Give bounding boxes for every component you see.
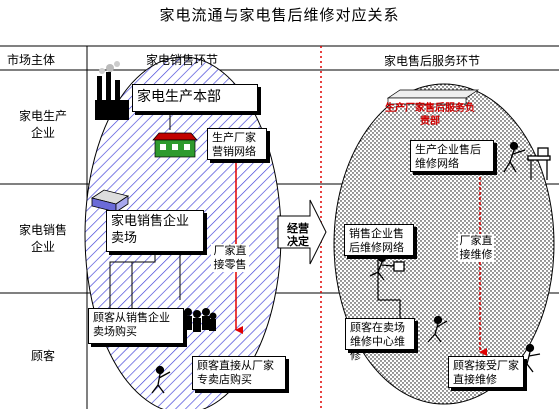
row-label-customer: 顾客 [30, 349, 55, 363]
box-manufacturer-network: 生产厂家营销网络 [207, 128, 267, 160]
row-label-retailer: 家电销售 企业 [0, 222, 86, 256]
column-header-service: 家电售后服务环节 [384, 54, 481, 68]
person-icon-buyer [151, 365, 171, 394]
box-manufacturer-repair-network: 生产企业售后维修网络 [410, 140, 494, 172]
house-icon [152, 132, 198, 158]
box-retail-repair-network: 销售企业售后维修网络 [344, 224, 414, 256]
box-accept-direct-repair: 顾客接受厂家直接维修 [448, 356, 524, 388]
box-buy-from-store: 顾客从销售企业卖场购买 [88, 308, 184, 344]
label-direct-sale: 厂家直接零售 [211, 244, 249, 272]
row-label-manufacturer-line2: 企业 [30, 126, 55, 140]
page-title: 家电流通与家电售后维修对应关系 [159, 6, 400, 24]
label-decision: 经营决定 [287, 222, 309, 248]
row-label-retailer-line2: 企业 [30, 240, 55, 254]
label-manufacturer-service-dept: 生产厂家售后服务负责部 [385, 103, 475, 127]
label-direct-repair: 厂家直接维修 [458, 234, 494, 262]
column-header-subject: 市场主体 [7, 53, 56, 67]
row-label-retailer-line1: 家电销售 [18, 223, 67, 237]
person-icon-mfr [503, 141, 551, 180]
box-buy-direct: 顾客直接从厂家专卖店购买 [192, 356, 286, 390]
row-label-manufacturer: 家电生产 企业 [0, 108, 86, 142]
box-manufacturer-hq: 家电生产本部 [132, 84, 258, 112]
crowd-icon [184, 308, 217, 332]
box-store-repair-center: 顾客在卖场维修中心维修 [345, 318, 415, 362]
person-icon-center [427, 315, 448, 343]
row-label-manufacturer-line1: 家电生产 [18, 109, 67, 123]
decision-arrow [277, 199, 327, 265]
person-icon-repair [369, 253, 405, 281]
box-retail-store: 家电销售企业卖场 [106, 210, 204, 252]
store-icon [91, 189, 129, 213]
factory-icon [95, 61, 129, 120]
building-icon [386, 89, 480, 105]
column-header-sales: 家电销售环节 [146, 53, 219, 67]
